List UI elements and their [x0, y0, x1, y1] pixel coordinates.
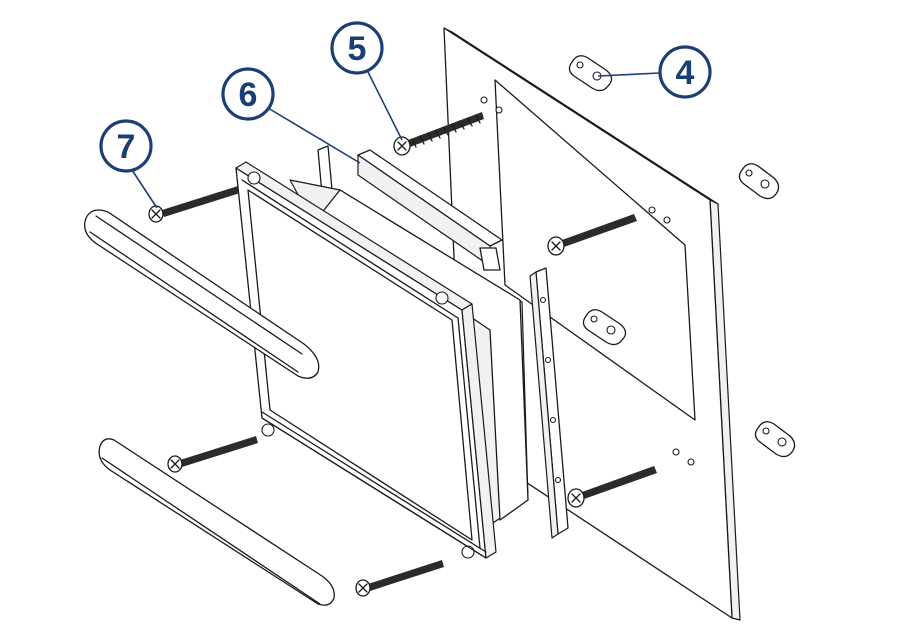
callout-5: 5	[330, 21, 403, 141]
nut-plate-top	[568, 55, 613, 92]
callout-7: 7	[99, 119, 158, 209]
svg-text:6: 6	[239, 76, 258, 114]
trim-cap-top	[83, 209, 320, 379]
screw-top-left	[148, 186, 240, 223]
svg-text:5: 5	[348, 30, 367, 68]
trim-cap-bottom	[98, 438, 335, 606]
svg-text:7: 7	[117, 128, 136, 166]
screw-right-lower	[567, 466, 657, 508]
display-unit	[235, 161, 529, 559]
side-bracket	[529, 267, 569, 539]
screw-bottom-left	[167, 436, 258, 473]
nut-plate-middle	[582, 309, 627, 346]
screw-right-upper	[547, 214, 637, 256]
nut-plate-right-top	[738, 163, 780, 200]
rear-clip-bracket	[317, 145, 503, 271]
callout-6: 6	[221, 67, 361, 164]
callout-4: 4	[597, 45, 712, 99]
nut-plate-right-bottom	[754, 421, 796, 458]
svg-text:4: 4	[676, 54, 695, 92]
screw-top	[393, 112, 484, 156]
screw-bottom	[355, 560, 444, 597]
